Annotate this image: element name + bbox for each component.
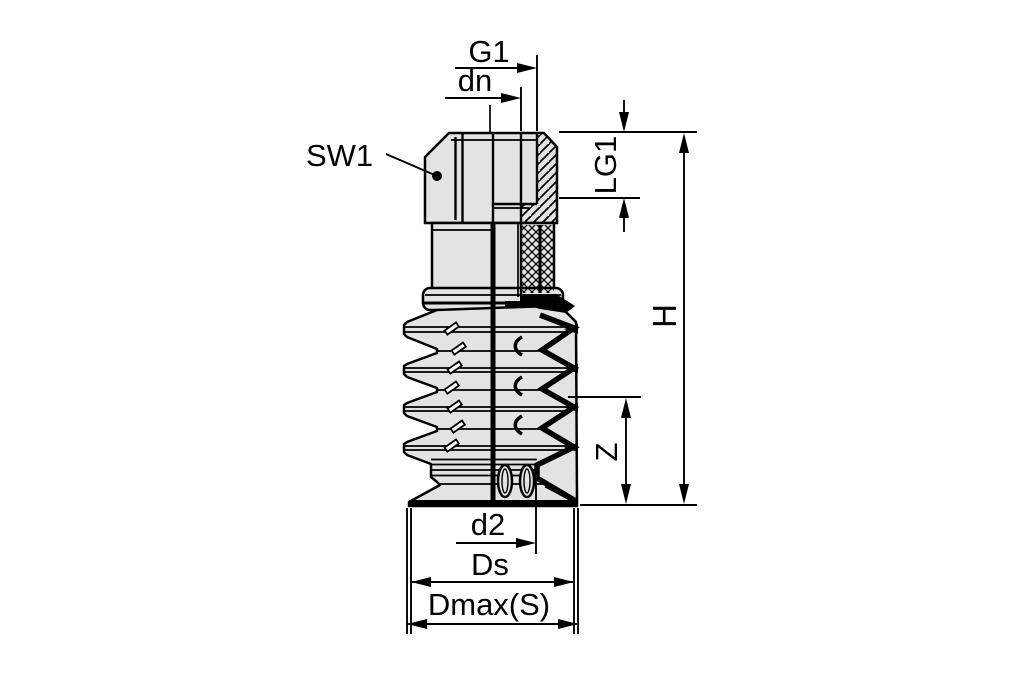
dimension-sw1: SW1: [306, 138, 442, 181]
metal-hatch-region: [521, 133, 557, 223]
dim-label-d2: d2: [471, 507, 505, 542]
dimension-dmax: Dmax(S): [406, 508, 579, 634]
dim-label-lg1: LG1: [588, 136, 623, 195]
dim-label-z: Z: [589, 443, 624, 462]
dim-label-dmax: Dmax(S): [428, 587, 550, 622]
mold-marks: [443, 321, 468, 453]
groove-black-band: [505, 301, 543, 310]
dim-label-ds: Ds: [471, 547, 509, 582]
dim-label-g1: G1: [468, 34, 509, 69]
elastomer-hatch-region: [521, 225, 554, 293]
dim-label-dn: dn: [458, 63, 492, 98]
dimension-z: Z: [568, 396, 641, 504]
dimension-g1: G1: [455, 34, 538, 131]
dimension-d2: d2: [456, 470, 537, 554]
dimension-lg1: LG1: [559, 100, 697, 232]
dim-label-sw1: SW1: [306, 138, 373, 173]
dim-label-h: H: [646, 304, 683, 328]
dimension-h: H: [580, 133, 697, 506]
dimension-dn: dn: [445, 63, 522, 131]
cleat-loops: [496, 463, 536, 499]
dimension-ds: Ds: [410, 508, 575, 634]
leader-dot: [432, 171, 442, 181]
bottom-right-cut: [544, 482, 578, 504]
fold-tip-cuts: [520, 294, 578, 452]
inner-rib-arcs: [513, 335, 523, 436]
centerline: [489, 105, 496, 503]
